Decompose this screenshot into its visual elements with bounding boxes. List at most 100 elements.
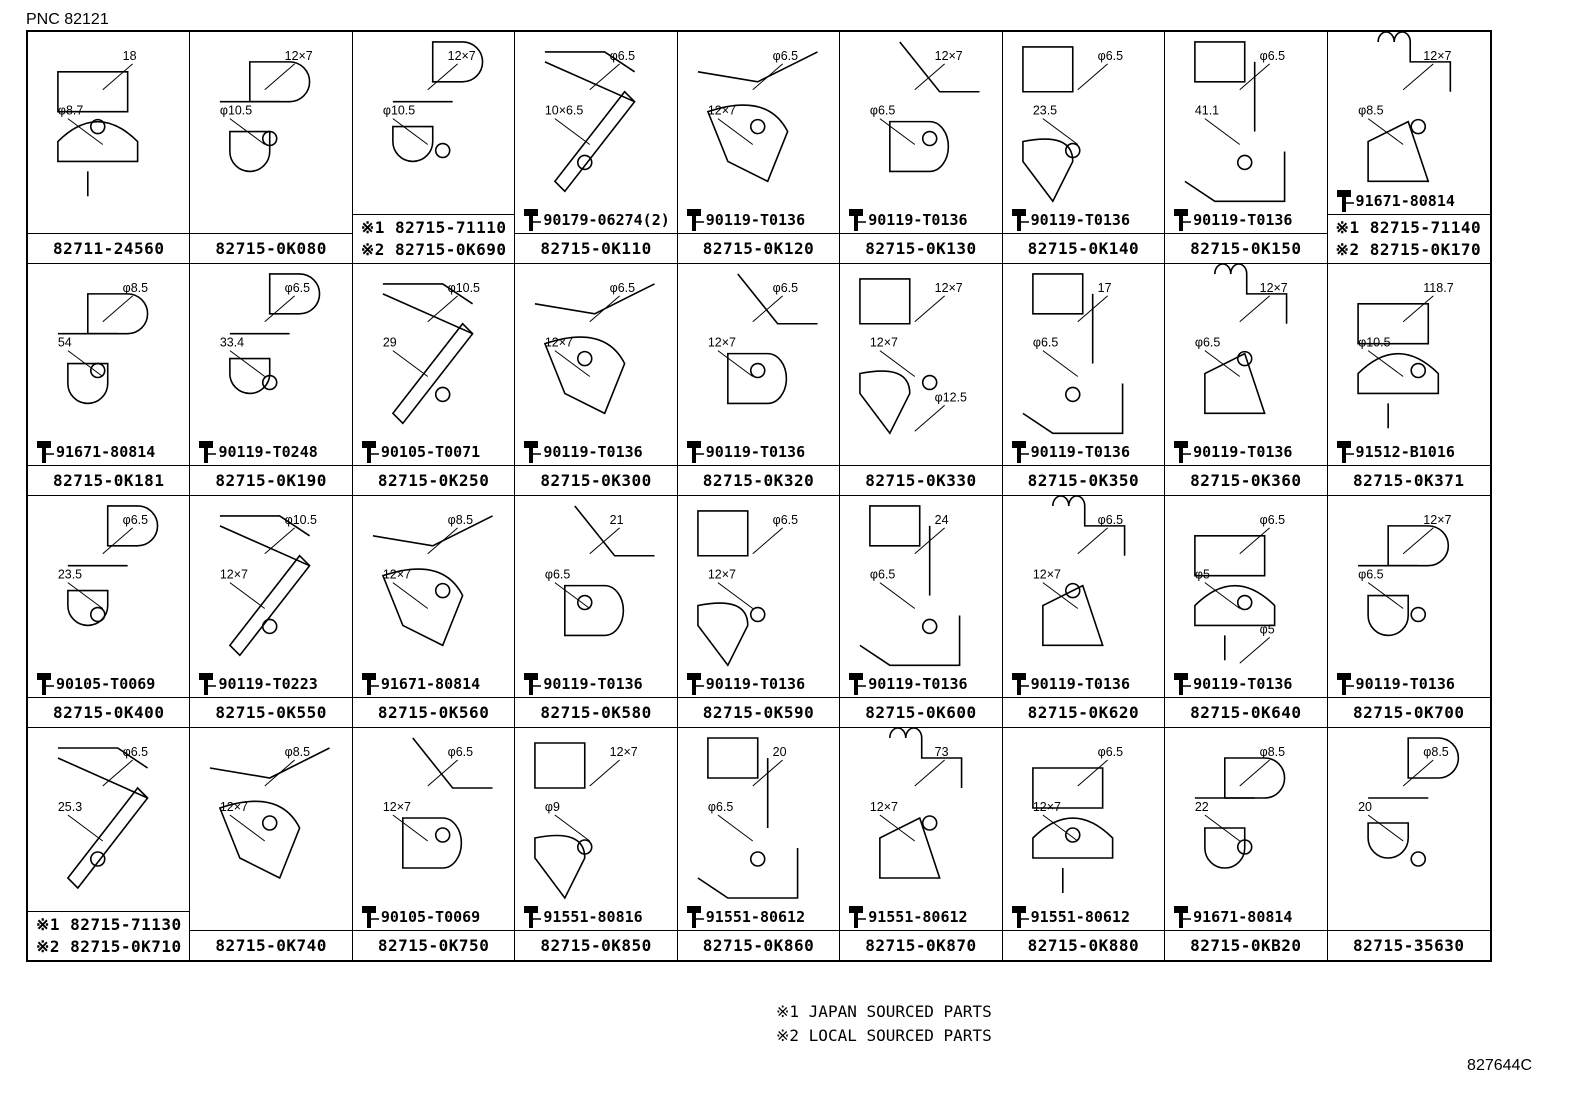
- leader-line: [264, 527, 296, 555]
- dimension-label: 12×7: [220, 800, 248, 814]
- bolt-part-number: 90119-T0136: [868, 211, 968, 229]
- mounting-hole: [577, 154, 593, 171]
- part-number-area: 82715-0K250: [352, 465, 515, 495]
- bracket-outline: [381, 568, 464, 647]
- leader-line: [1367, 118, 1404, 145]
- bracket-outline: [57, 71, 129, 113]
- dimension-label: 12×7: [1260, 281, 1288, 295]
- part-number: 82715-0K590: [702, 703, 815, 722]
- part-number-area: 82715-0K350: [1002, 465, 1165, 495]
- dimension-label: 12×7: [1423, 513, 1451, 527]
- bolt-callout: 91551-80612: [683, 905, 808, 929]
- bolt-icon: [199, 673, 217, 695]
- dimension-label: 18: [123, 49, 137, 63]
- bolt-part-number: 90119-T0136: [543, 443, 643, 461]
- dimension-label: 12×7: [448, 49, 476, 63]
- bolt-icon: [1174, 673, 1192, 695]
- pnc-label: PNC 82121: [26, 11, 109, 28]
- leader-line: [1204, 582, 1241, 609]
- dimension-label: 118.7: [1423, 281, 1453, 295]
- bracket-drawing: φ6.512×7: [696, 510, 798, 667]
- dimension-label: 23.5: [1033, 104, 1057, 118]
- part-number-area: 82715-0K550: [190, 697, 352, 727]
- leader-line: [1042, 582, 1078, 609]
- bolt-callout: 90119-T0136: [1171, 208, 1295, 232]
- dimension-label: φ6.5: [870, 104, 895, 118]
- part-number: 82715-0K600: [865, 703, 977, 722]
- leader-line: [264, 63, 296, 91]
- part-number: 82715-0K640: [1190, 703, 1302, 722]
- bolt-callout: 91551-80612: [1008, 905, 1132, 929]
- bracket-outline: [706, 737, 759, 779]
- mounting-hole: [262, 815, 278, 831]
- bracket-outline: [1194, 535, 1266, 577]
- bolt-part-number: 91671-80814: [56, 443, 156, 461]
- dimension-label: φ8.5: [1423, 745, 1449, 759]
- leader-line: [1239, 527, 1271, 555]
- leader-line: [752, 527, 783, 555]
- figure-code: 827644C: [1467, 1057, 1532, 1074]
- part-number: 82715-0K250: [377, 471, 490, 490]
- bracket-outline: [1356, 352, 1439, 395]
- bolt-callout: 91671-80814: [1171, 905, 1295, 929]
- dimension-label: φ6.5: [1260, 49, 1285, 63]
- dimension-label: 20: [1358, 800, 1372, 814]
- mounting-hole: [1064, 582, 1081, 599]
- bracket-outline: [1366, 822, 1409, 859]
- bracket-outline: [697, 51, 818, 83]
- dimension-label: 12×7: [383, 568, 411, 582]
- bracket-outline: [269, 273, 321, 315]
- bolt-callout: 90119-T0136: [1008, 440, 1132, 464]
- bracket-outline: [1184, 151, 1286, 203]
- mounting-hole: [749, 118, 766, 135]
- leader-line: [67, 582, 104, 609]
- mounting-hole: [434, 827, 451, 843]
- leader-line: [230, 814, 266, 842]
- leader-line: [914, 405, 946, 432]
- bracket-drawing: φ6.512×7: [535, 281, 656, 415]
- dimension-label: 12×7: [285, 49, 313, 63]
- bolt-callout: 90119-T0136: [1008, 672, 1132, 696]
- bolt-part-number: 91512-B1016: [1355, 443, 1455, 461]
- bracket-outline: [889, 120, 950, 173]
- part-number: 82715-0K850: [540, 936, 652, 955]
- bracket-drawing: φ8.5 20: [1358, 737, 1459, 867]
- leader-line: [392, 350, 428, 377]
- dimension-label: 12×7: [1423, 49, 1451, 63]
- bolt-part-number: 90119-T0136: [1030, 443, 1130, 461]
- bracket-outline: [1224, 757, 1286, 799]
- dimension-label: 12×7: [870, 800, 898, 814]
- part-number-area: 82715-0K130: [840, 233, 1002, 263]
- bracket-outline: [1406, 737, 1459, 779]
- dimension-label: φ6.5: [1033, 336, 1058, 350]
- leader-line: [914, 295, 946, 323]
- leader-line: [1204, 814, 1241, 842]
- bolt-part-number: 91551-80612: [705, 908, 806, 926]
- part-number-area: 82715-0K360: [1165, 465, 1327, 495]
- bracket-outline: [86, 293, 149, 335]
- bracket-outline: [574, 505, 655, 557]
- bracket-outline: [706, 104, 789, 183]
- bracket-outline: [229, 554, 312, 657]
- mounting-hole: [577, 594, 593, 611]
- part-number-area: ※1 82715-71130※2 82715-0K710: [28, 911, 190, 960]
- part-number-area: 82715-0K110: [515, 233, 677, 263]
- part-number-area: 82715-0K620: [1002, 697, 1165, 727]
- dimension-label: 12×7: [1033, 800, 1061, 814]
- bolt-part-number: 90119-T0136: [705, 443, 806, 461]
- leader-line: [67, 814, 104, 842]
- dimension-label: φ10.5: [383, 104, 415, 118]
- part-number: 82715-0K350: [1027, 471, 1140, 490]
- leader-line: [752, 295, 783, 323]
- part-number-area: ※1 82715-71140※2 82715-0K170: [1327, 214, 1490, 263]
- bolt-icon: [1174, 441, 1192, 463]
